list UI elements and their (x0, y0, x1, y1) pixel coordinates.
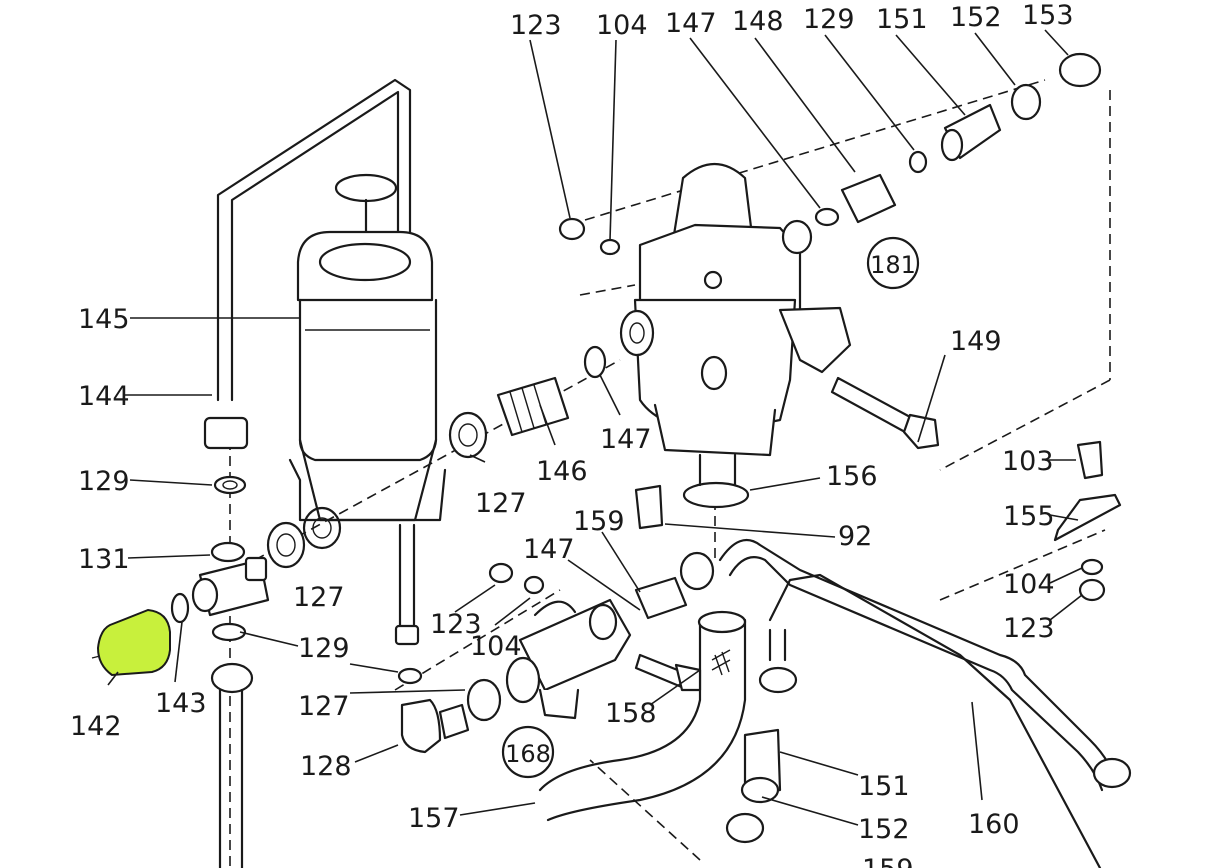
leader-lines (107, 29, 1083, 826)
callout-123-right[interactable]: 123 (1003, 613, 1055, 644)
callout-144[interactable]: 144 (78, 381, 130, 412)
circled-callout-181[interactable]: 181 (866, 236, 920, 290)
callout-159[interactable]: 159 (573, 506, 625, 537)
part-142-highlighted[interactable] (91, 608, 171, 677)
callout-104-right[interactable]: 104 (1003, 569, 1055, 600)
callout-146[interactable]: 146 (536, 456, 588, 487)
callout-123-top[interactable]: 123 (510, 10, 562, 41)
callout-104-top[interactable]: 104 (596, 10, 648, 41)
callout-155[interactable]: 155 (1003, 501, 1055, 532)
bracket-155 (1053, 440, 1122, 602)
callout-152-low[interactable]: 152 (858, 814, 910, 845)
callout-103[interactable]: 103 (1002, 446, 1054, 477)
valve-body-181 (619, 163, 852, 509)
callout-127-low[interactable]: 127 (298, 691, 350, 722)
callout-149[interactable]: 149 (950, 326, 1002, 357)
pipe-144 (216, 78, 412, 402)
fittings-top-right (558, 52, 1102, 256)
callout-151-low[interactable]: 151 (858, 771, 910, 802)
lower-valve (397, 484, 715, 754)
callout-151-top[interactable]: 151 (876, 4, 928, 35)
callout-labels: 123 104 147 148 129 151 152 153 145 144 … (70, 0, 1074, 868)
callout-147-top[interactable]: 147 (665, 8, 717, 39)
callout-147-low[interactable]: 147 (523, 534, 575, 565)
callout-168: 168 (505, 740, 551, 768)
callout-181: 181 (870, 251, 916, 279)
hose-157 (538, 610, 747, 822)
callout-127-mid[interactable]: 127 (475, 488, 527, 519)
callout-152-top[interactable]: 152 (950, 2, 1002, 33)
callout-157[interactable]: 157 (408, 803, 460, 834)
callout-127-left[interactable]: 127 (293, 582, 345, 613)
callout-143[interactable]: 143 (155, 688, 207, 719)
callout-148[interactable]: 148 (732, 6, 784, 37)
callout-158[interactable]: 158 (605, 698, 657, 729)
callout-142[interactable]: 142 (70, 711, 122, 742)
callout-128[interactable]: 128 (300, 751, 352, 782)
callout-129-mid[interactable]: 129 (298, 633, 350, 664)
callout-159-bottom[interactable]: 159 (862, 854, 914, 868)
assembly-guides (229, 79, 1111, 868)
callout-104-mid[interactable]: 104 (470, 631, 522, 662)
callout-131[interactable]: 131 (78, 544, 130, 575)
union-146 (448, 345, 607, 459)
callout-129-left[interactable]: 129 (78, 466, 130, 497)
pipe-160 (718, 538, 1132, 868)
circled-callout-168[interactable]: 168 (501, 725, 555, 779)
callout-153[interactable]: 153 (1022, 0, 1074, 31)
filter-housing-145 (288, 173, 447, 646)
callout-145[interactable]: 145 (78, 304, 130, 335)
bolt-149 (830, 376, 940, 450)
callout-123-mid[interactable]: 123 (430, 609, 482, 640)
callout-156[interactable]: 156 (826, 461, 878, 492)
cross-fitting-131 (170, 416, 306, 868)
callout-160[interactable]: 160 (968, 809, 1020, 840)
callout-147-mid[interactable]: 147 (600, 424, 652, 455)
callout-92[interactable]: 92 (838, 521, 872, 552)
callout-129-top[interactable]: 129 (803, 4, 855, 35)
